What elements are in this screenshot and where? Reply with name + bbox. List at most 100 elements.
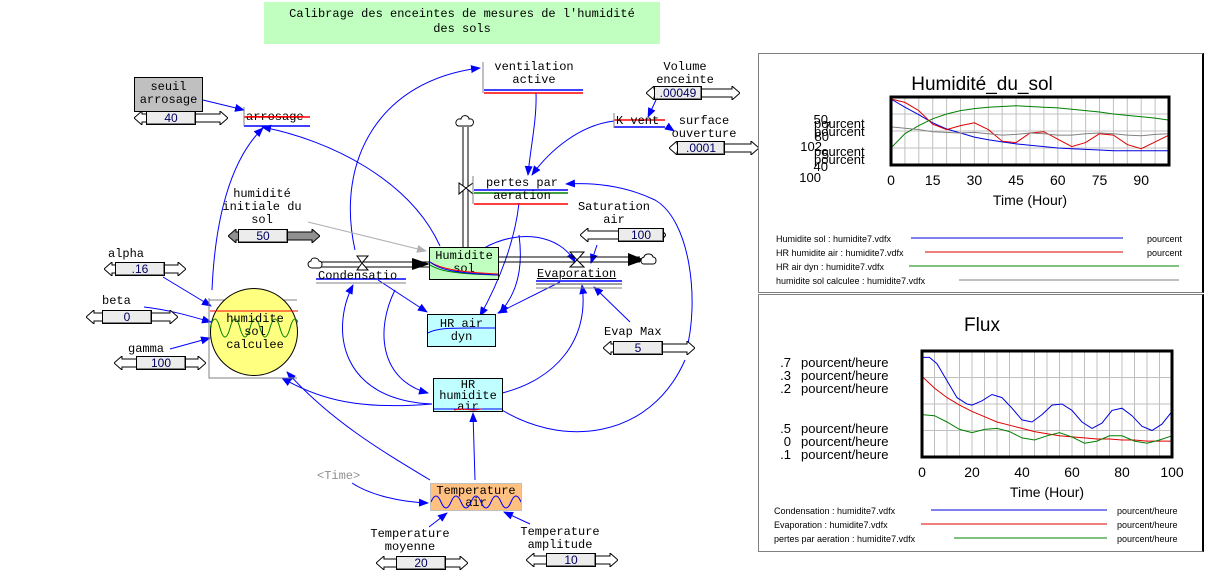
beta-slider[interactable]: 0 xyxy=(86,310,178,324)
y-unit-label: pourcent xyxy=(814,124,865,139)
series-line xyxy=(921,414,1173,444)
y-unit-label: pourcent xyxy=(814,144,865,159)
condensation-rate[interactable]: Condensatio xyxy=(318,269,398,283)
x-tick-label: 100 xyxy=(1160,464,1184,480)
legend-unit: pourcent xyxy=(1147,234,1183,244)
seuil-arrosage-shadow-var[interactable]: seuil arrosage xyxy=(134,77,203,112)
legend-label: Humidite sol : humidite7.vdfx xyxy=(776,234,892,244)
volume-enceinte-slider[interactable]: .00049 xyxy=(646,86,740,100)
link-temp-to-calculee xyxy=(286,371,431,481)
legend-label: pertes par aeration : humidite7.vdfx xyxy=(774,534,916,544)
hr-humidite-air-var[interactable]: HR humidite air xyxy=(433,378,503,413)
humidite-sol-calculee-label: humidite sol calculee xyxy=(226,312,284,352)
alpha-slider[interactable]: .16 xyxy=(104,262,186,276)
link-tamp-to-temp xyxy=(503,511,531,525)
link-seuil-to-arrosage xyxy=(202,99,245,112)
x-tick-label: 60 xyxy=(1064,464,1080,480)
link-hrair-to-calculee xyxy=(281,377,433,407)
ventilation-active-var[interactable]: ventilation active xyxy=(494,60,574,87)
beta-value: 0 xyxy=(102,310,152,324)
y-tick-label: 5 xyxy=(822,147,829,162)
x-tick-label: 20 xyxy=(964,464,980,480)
inflow-arrowhead xyxy=(412,258,430,270)
series-line xyxy=(890,98,1169,152)
valve-evaporation xyxy=(568,251,586,268)
arrosage-rate[interactable]: arrosage xyxy=(246,110,304,124)
link-saturation-to-evap xyxy=(590,244,598,264)
x-tick-label: 45 xyxy=(1008,172,1024,188)
legend-label: Condensation : humidite7.vdfx xyxy=(774,506,896,516)
link-condensation-to-hrair xyxy=(383,289,429,395)
x-tick-label: 60 xyxy=(1050,172,1066,188)
link-calculee-to-arrosage xyxy=(211,127,264,291)
seuil-arrosage-slider[interactable]: 40 xyxy=(134,111,228,125)
pertes-par-aeration-rate[interactable]: pertes par aeration xyxy=(485,176,558,203)
hr-air-dyn-var[interactable]: HR air dyn xyxy=(427,314,496,347)
saturation-air-slider[interactable]: 100 xyxy=(580,228,666,242)
link-initiale-to-humidite xyxy=(307,221,427,253)
humidite-sol-calculee-var[interactable]: humidite sol calculee xyxy=(210,288,298,376)
seuil-arrosage-value: 40 xyxy=(146,111,196,125)
link-kvent-to-pertes xyxy=(531,120,615,176)
y-tick-label: 100 xyxy=(799,170,821,185)
legend-unit: pourcent/heure xyxy=(1117,534,1178,544)
y-tick-label: 7 xyxy=(824,119,831,134)
legend-item: HR humidite air : humidite7.vdfx xyxy=(776,248,904,258)
chart-title: Flux xyxy=(964,315,1000,336)
legend-item: Condensation : humidite7.vdfx xyxy=(774,506,895,516)
y-unit-label: pourcent xyxy=(814,152,865,167)
x-axis-label: Time (Hour) xyxy=(1010,484,1084,500)
humidite-sol-stock[interactable]: Humidite sol xyxy=(429,247,499,280)
k-vent-var[interactable]: K vent xyxy=(616,114,660,128)
gamma-slider[interactable]: 100 xyxy=(114,356,206,370)
legend-unit: pourcent/heure xyxy=(1117,520,1178,530)
series-line xyxy=(921,376,1172,442)
y-unit-label: pourcent/heure xyxy=(801,368,888,383)
x-tick-label: 0 xyxy=(918,464,926,480)
temperature-air-sparkline xyxy=(431,495,521,509)
model-title-line-1: Calibrage des enceintes de mesures de l'… xyxy=(289,7,635,21)
y-unit-label: pourcent/heure xyxy=(801,381,888,396)
link-beta-to-calculee xyxy=(143,306,212,324)
y-unit-label: pourcent/heure xyxy=(801,434,888,449)
y-tick-label: 40 xyxy=(814,159,828,174)
time-shadow-var[interactable]: <Time> xyxy=(317,469,361,483)
link-gamma-to-calculee xyxy=(169,336,211,350)
evaporation-rate[interactable]: Evaporation xyxy=(537,267,617,281)
link-ventilation-to-pertes xyxy=(524,92,537,176)
saturation-air-label: Saturation air xyxy=(577,200,650,227)
x-tick-label: 80 xyxy=(1114,464,1130,480)
evap-max-slider[interactable]: 5 xyxy=(603,341,695,355)
link-evaporation-to-hrairdyn xyxy=(497,281,561,314)
temperature-moyenne-slider[interactable]: 20 xyxy=(376,556,468,570)
cloud-top xyxy=(455,115,474,127)
x-tick-label: 15 xyxy=(925,172,941,188)
link-time-to-temp xyxy=(351,482,429,507)
alpha-value: .16 xyxy=(115,262,165,276)
temperature-amplitude-value: 10 xyxy=(546,553,596,567)
model-title-line-2: des sols xyxy=(433,22,491,36)
legend-unit: pourcent xyxy=(1147,248,1183,258)
beta-label: beta xyxy=(102,294,131,308)
volume-enceinte-label: Volume enceinte xyxy=(656,60,714,87)
y-unit-label: pourcent xyxy=(814,116,865,131)
link-pertes-to-hrairdyn xyxy=(479,202,520,317)
hr-air-dyn-sparkline xyxy=(428,327,495,334)
cloud-right xyxy=(640,253,657,265)
chart-title: Humidité_du_sol xyxy=(911,74,1053,95)
temperature-amplitude-slider[interactable]: 10 xyxy=(526,553,618,567)
valve-condensation xyxy=(356,255,370,271)
humidite-sol-sparkline xyxy=(430,261,498,276)
temperature-air-var[interactable]: Temperature air xyxy=(430,483,522,511)
surface-ouverture-label: surface ouverture xyxy=(671,114,737,141)
model-title: Calibrage des enceintes de mesures de l'… xyxy=(264,2,660,44)
y-tick-label: 0 xyxy=(784,434,791,449)
legend-unit: pourcent/heure xyxy=(1117,506,1178,516)
humidite-initiale-slider[interactable]: 50 xyxy=(228,229,320,243)
hr-humidite-air-sparkline xyxy=(434,408,502,411)
link-hrair-to-condensation xyxy=(342,284,433,405)
surface-ouverture-slider[interactable]: .0001 xyxy=(669,141,759,155)
